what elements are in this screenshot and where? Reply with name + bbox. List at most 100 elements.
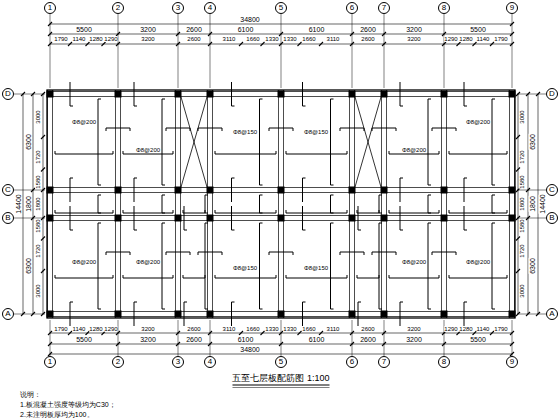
rebar-hook [293,252,294,255]
rebar-hook [162,185,165,186]
beam-line [514,90,515,318]
axis-number: 3 [176,4,180,12]
rebar-hook [106,128,107,131]
axis-bubble: 7 [378,356,390,368]
top-rebar [166,252,190,253]
rebar-hook [162,99,165,100]
detail-dimension: 3000 [35,284,41,297]
dimension-tick [41,168,45,172]
rebar-hook [269,252,270,255]
dimension-line [33,94,34,314]
rebar-hook [400,178,403,179]
extension-line [118,14,119,88]
extension-line [210,14,211,88]
bottom-rebar [98,223,99,309]
detail-dimension: 3110 [223,326,236,332]
rebar-hook [428,195,431,196]
top-rebar [231,206,232,230]
rebar-hook [358,302,361,303]
detail-dimension: 3200 [141,326,154,332]
detail-dimension: 1290 [104,36,117,42]
rebar-hook [184,302,187,303]
rebar-hook [184,230,187,231]
bottom-rebar [215,278,276,279]
detail-dimension: 1280 [459,36,472,42]
dimension-tick [457,42,461,46]
axis-number: 9 [510,358,514,366]
axis-bubble: 2 [112,2,124,14]
rebar-hook [98,213,101,214]
rebar-hook [98,185,101,186]
rebar-hook [347,151,348,154]
axis-bubble: 5 [275,356,287,368]
top-rebar [358,302,359,326]
axis-dimension: 6100 [309,26,325,33]
axis-bubble: C [2,184,14,196]
rebar-hook [293,128,294,131]
rebar-label: Φ8@150 [233,129,257,135]
axis-number: C [5,186,11,194]
axis-bubble: 4 [204,2,216,14]
rebar-label: Φ8@200 [136,259,160,265]
rebar-hook [215,210,216,213]
extension-line [512,320,513,356]
bottom-rebar [215,213,276,214]
top-rebar [302,302,303,326]
bottom-rebar [379,223,380,309]
rebar-hook [166,128,167,131]
bottom-rebar [259,99,260,185]
detail-dimension: 1330 [265,36,278,42]
axis-dimension: 5500 [76,26,92,33]
axis-number: 9 [510,4,514,12]
axis-dimension: 3200 [406,336,422,343]
bottom-rebar [55,154,113,155]
dimension-tick [319,331,323,335]
rebar-hook [449,275,450,278]
detail-dimension: 3000 [35,110,41,123]
column [441,215,448,222]
rebar-hook [260,213,263,214]
column [47,215,54,222]
top-rebar [70,178,71,202]
rebar-hook [449,151,450,154]
stair-opening [355,97,381,187]
beam-line [386,90,387,318]
bottom-rebar [183,213,205,214]
top-rebar [400,206,401,230]
stair-opening [181,97,207,187]
top-rebar [198,128,222,129]
bottom-rebar [357,278,379,279]
column [509,187,516,194]
extension-line [14,94,45,95]
column [115,215,122,222]
column [441,187,448,194]
top-rebar [231,302,232,326]
beam-line [446,90,447,318]
detail-dimension: 3200 [407,36,420,42]
column [509,91,516,98]
rebar-hook [205,195,208,196]
column [207,215,214,222]
bottom-rebar [428,99,429,185]
rebar-hook [134,302,137,303]
axis-bubble: A [546,308,558,320]
axis-dimension: 3200 [140,336,156,343]
rebar-hook [303,106,306,107]
top-rebar [184,302,185,326]
axis-bubble: 3 [172,2,184,14]
bottom-rebar [330,99,331,185]
overall-dimension: 14400 [539,194,546,213]
rebar-hook [492,213,495,214]
extension-line [517,314,546,315]
axis-bubble: A [2,308,14,320]
detail-dimension: 3000 [519,284,525,297]
column [115,311,122,318]
rebar-hook [456,128,457,131]
rebar-hook [162,223,165,224]
axis-bubble: D [2,88,14,100]
bottom-rebar [55,278,113,279]
column [175,187,182,194]
dimension-tick [261,42,265,46]
bottom-rebar [389,154,439,155]
detail-dimension: 2600 [361,36,374,42]
